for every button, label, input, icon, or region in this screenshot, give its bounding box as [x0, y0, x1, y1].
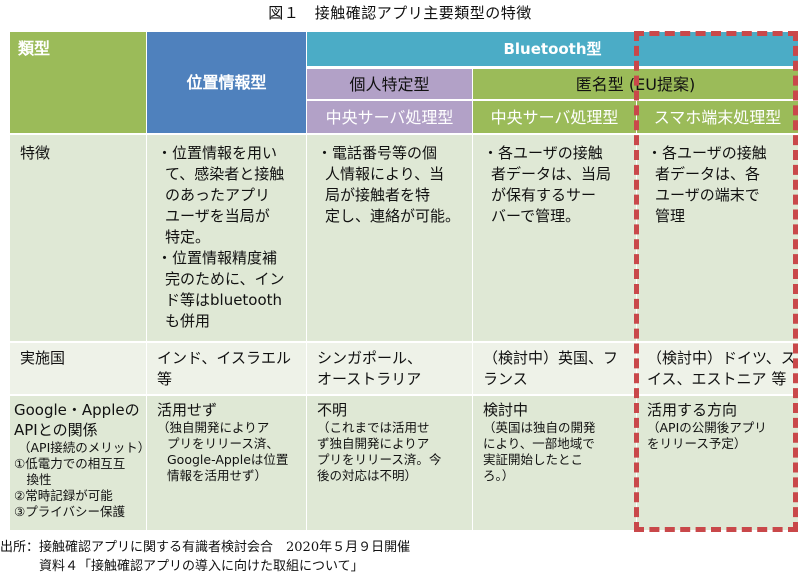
- features-location-type: ・位置情報を用い て、感染者と接触 のあったアプリ ユーザを当局が 特定。 ・位…: [147, 135, 306, 341]
- source-line-2: 資料４「接触確認アプリの導入に向けた取組について」: [0, 559, 364, 574]
- source-note: 出所：接触確認アプリに関する有識者検討会合 2020年５月９日開催 資料４「接触…: [0, 538, 410, 576]
- source-line-1: 出所：接触確認アプリに関する有識者検討会合 2020年５月９日開催: [0, 540, 411, 555]
- header-bluetooth-type: Bluetooth型: [307, 32, 798, 66]
- header-device-processing: スマホ端末処理型: [637, 100, 798, 133]
- features-device-processing: ・各ユーザの接触 者データは、各 ユーザの端末で 管理: [637, 135, 798, 341]
- api-location-type: 活用せず （独自開発によりア プリをリリース済、 Google-Appleは位置…: [147, 396, 306, 530]
- row-countries-label: 実施国: [10, 343, 146, 394]
- countries-location-type: インド、イスラエル 等: [147, 343, 306, 394]
- header-personal-id-type: 個人特定型: [307, 68, 472, 99]
- api-device-processing: 活用する方向 （APIの公開後アプリ をリリース予定）: [637, 396, 798, 530]
- api-central-server: 検討中 （英国は独自の開発 により、一部地域で 実証開始したとこ ろ。）: [473, 396, 636, 530]
- row-features-label: 特徴: [10, 135, 146, 341]
- features-personal-id-type: ・電話番号等の個 人情報により、当 局が接触者を特 定し、連絡が可能。: [307, 135, 472, 341]
- header-central-server-1: 中央サーバ処理型: [307, 100, 472, 133]
- countries-central-server: （検討中）英国、フ ランス: [473, 343, 636, 394]
- row-api-label: Google・Appleの APIとの関係 （API接続のメリット） ①低電力で…: [10, 396, 150, 530]
- header-location-type: 位置情報型: [147, 32, 306, 133]
- header-central-server-2: 中央サーバ処理型: [473, 100, 636, 133]
- figure-title: 図１ 接触確認アプリ主要類型の特徴: [268, 4, 532, 22]
- header-anonymous-type: 匿名型 (EU提案): [473, 68, 798, 99]
- features-central-server: ・各ユーザの接触 者データは、当局 が保有するサー バーで管理。: [473, 135, 636, 341]
- api-personal-id-type: 不明 （これまでは活用せ ず独自開発によりア プリをリリース済。今 後の対応は不…: [307, 396, 472, 530]
- header-type-label: 類型: [10, 32, 146, 133]
- countries-device-processing: （検討中）ドイツ、ス イス、エストニア 等: [637, 343, 798, 394]
- countries-personal-id-type: シンガポール、 オーストラリア: [307, 343, 472, 394]
